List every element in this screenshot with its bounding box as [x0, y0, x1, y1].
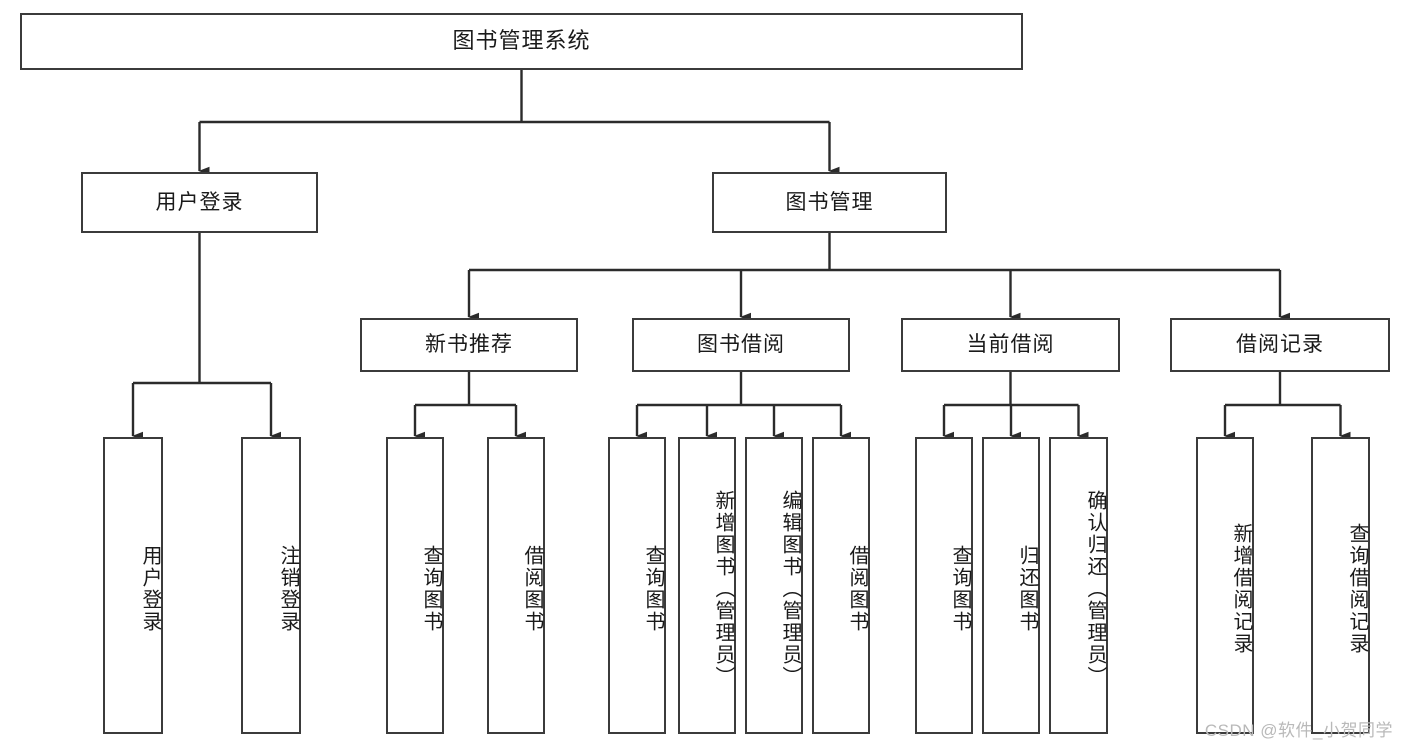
- node-label: 用户登录: [155, 190, 244, 214]
- leaf-borrow-book[interactable]: 借阅图书: [812, 437, 870, 734]
- node-borrow-record[interactable]: 借阅记录: [1170, 318, 1390, 372]
- node-current-borrow[interactable]: 当前借阅: [901, 318, 1120, 372]
- node-label: 确认归还（管理员）: [1084, 489, 1106, 688]
- node-label: 新增借阅记录: [1230, 522, 1252, 655]
- node-label: 查询借阅记录: [1346, 522, 1368, 655]
- leaf-logout[interactable]: 注销登录: [241, 437, 301, 734]
- leaf-add-book-admin[interactable]: 新增图书（管理员）: [678, 437, 736, 734]
- node-label: 借阅记录: [1236, 333, 1324, 357]
- leaf-query-borrow-record[interactable]: 查询借阅记录: [1311, 437, 1370, 734]
- node-label: 编辑图书（管理员）: [779, 489, 801, 688]
- node-label: 借阅图书: [521, 544, 543, 633]
- leaf-edit-book-admin[interactable]: 编辑图书（管理员）: [745, 437, 803, 734]
- leaf-confirm-return-admin[interactable]: 确认归还（管理员）: [1049, 437, 1108, 734]
- node-label: 用户登录: [139, 544, 161, 633]
- node-label: 新增图书（管理员）: [712, 489, 734, 688]
- node-book-borrow[interactable]: 图书借阅: [632, 318, 850, 372]
- leaf-query-book-recommend[interactable]: 查询图书: [386, 437, 444, 734]
- leaf-query-book-current[interactable]: 查询图书: [915, 437, 973, 734]
- leaf-user-login[interactable]: 用户登录: [103, 437, 163, 734]
- node-label: 图书借阅: [697, 333, 785, 357]
- node-label: 查询图书: [949, 544, 971, 633]
- leaf-return-book[interactable]: 归还图书: [982, 437, 1040, 734]
- node-new-book-recommend[interactable]: 新书推荐: [360, 318, 578, 372]
- leaf-borrow-book-recommend[interactable]: 借阅图书: [487, 437, 545, 734]
- leaf-query-book-borrow[interactable]: 查询图书: [608, 437, 666, 734]
- node-label: 当前借阅: [966, 333, 1055, 357]
- node-label: 归还图书: [1016, 544, 1038, 633]
- node-label: 图书管理系统: [452, 28, 591, 54]
- node-user-login[interactable]: 用户登录: [81, 172, 318, 233]
- node-label: 借阅图书: [846, 544, 868, 633]
- node-label: 查询图书: [642, 544, 664, 633]
- node-label: 新书推荐: [425, 333, 513, 357]
- node-label: 注销登录: [277, 544, 299, 633]
- node-label: 图书管理: [785, 190, 874, 214]
- node-root-book-management-system[interactable]: 图书管理系统: [20, 13, 1023, 70]
- watermark-credit: CSDN @软件_小贺同学: [1204, 721, 1393, 740]
- node-label: 查询图书: [420, 544, 442, 633]
- node-book-management[interactable]: 图书管理: [712, 172, 947, 233]
- leaf-add-borrow-record[interactable]: 新增借阅记录: [1196, 437, 1254, 734]
